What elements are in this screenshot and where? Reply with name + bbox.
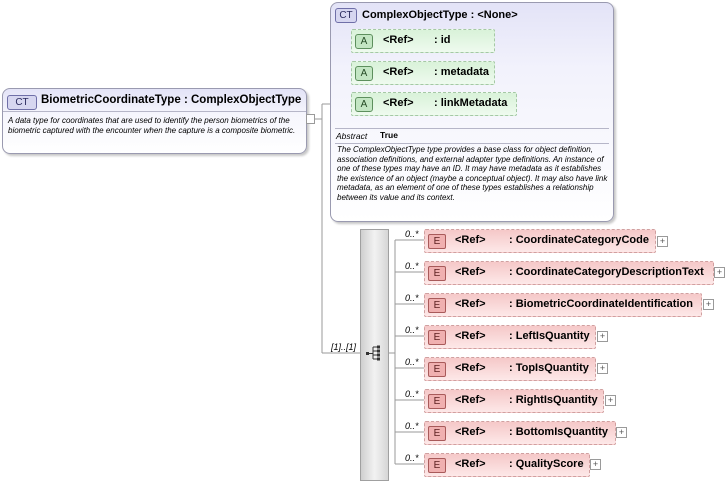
complex-type-box[interactable]: CT BiometricCoordinateType : ComplexObje… [2, 88, 307, 154]
abstract-label: Abstract [336, 131, 368, 141]
attribute-badge: A [355, 34, 373, 49]
element-quality-score[interactable]: E <Ref> : QualityScore [424, 453, 590, 477]
expand-icon[interactable]: + [590, 459, 601, 470]
attribute-ref: <Ref> [383, 66, 414, 78]
element-badge: E [428, 330, 446, 345]
element-biometric-coordinate-identification[interactable]: E <Ref> : BiometricCoordinateIdentificat… [424, 293, 702, 317]
attribute-link-metadata[interactable]: A <Ref> : linkMetadata [351, 92, 517, 116]
element-left-is-quantity[interactable]: E <Ref> : LeftIsQuantity [424, 325, 596, 349]
element-multiplicity: 0..* [405, 325, 419, 335]
expand-icon[interactable]: + [714, 267, 725, 278]
element-badge: E [428, 266, 446, 281]
element-name: : BiometricCoordinateIdentification [509, 298, 693, 310]
sequence-icon [366, 345, 380, 361]
expand-icon[interactable]: + [597, 363, 608, 374]
expand-icon[interactable]: + [703, 299, 714, 310]
element-multiplicity: 0..* [405, 389, 419, 399]
complex-type-separator: : [183, 94, 188, 106]
element-name: : LeftIsQuantity [509, 330, 590, 342]
element-multiplicity: 0..* [405, 293, 419, 303]
expand-icon[interactable]: + [657, 236, 668, 247]
element-ref: <Ref> [455, 330, 486, 342]
complex-type-name: BiometricCoordinateType [41, 94, 181, 106]
element-name: : CoordinateCategoryDescriptionText [509, 266, 704, 278]
expand-icon[interactable]: + [616, 427, 627, 438]
element-coordinate-category-description-text[interactable]: E <Ref> : CoordinateCategoryDescriptionT… [424, 261, 714, 285]
element-badge: E [428, 234, 446, 249]
element-name: : BottomIsQuantity [509, 426, 608, 438]
element-badge: E [428, 362, 446, 377]
element-badge: E [428, 394, 446, 409]
complex-type-base: ComplexObjectType [190, 94, 302, 106]
element-ref: <Ref> [455, 394, 486, 406]
element-multiplicity: 0..* [405, 357, 419, 367]
element-ref: <Ref> [455, 458, 486, 470]
attribute-id[interactable]: A <Ref> : id [351, 29, 495, 53]
element-badge: E [428, 426, 446, 441]
attribute-name: : linkMetadata [434, 97, 508, 109]
base-type-box[interactable]: CT ComplexObjectType : <None> A <Ref> : … [330, 2, 614, 222]
attribute-name: : id [434, 34, 451, 46]
attribute-name: : metadata [434, 66, 490, 78]
base-type-separator: : [470, 9, 475, 21]
collapse-icon[interactable] [306, 114, 315, 124]
element-ref: <Ref> [455, 298, 486, 310]
element-multiplicity: 0..* [405, 261, 419, 271]
base-type-description: The ComplexObjectType type provides a ba… [337, 145, 608, 202]
property-divider [335, 128, 609, 129]
element-ref: <Ref> [455, 362, 486, 374]
complex-type-badge: CT [7, 95, 37, 110]
element-top-is-quantity[interactable]: E <Ref> : TopIsQuantity [424, 357, 596, 381]
element-coordinate-category-code[interactable]: E <Ref> : CoordinateCategoryCode [424, 229, 656, 253]
element-ref: <Ref> [455, 266, 486, 278]
complex-type-title: BiometricCoordinateType : ComplexObjectT… [41, 94, 301, 106]
header-divider [3, 111, 306, 112]
base-type-base: <None> [477, 9, 518, 21]
attribute-ref: <Ref> [383, 97, 414, 109]
element-ref: <Ref> [455, 234, 486, 246]
attribute-metadata[interactable]: A <Ref> : metadata [351, 61, 495, 85]
element-multiplicity: 0..* [405, 229, 419, 239]
complex-type-header: CT BiometricCoordinateType : ComplexObje… [7, 93, 303, 111]
element-name: : QualityScore [509, 458, 584, 470]
expand-icon[interactable]: + [605, 395, 616, 406]
element-bottom-is-quantity[interactable]: E <Ref> : BottomIsQuantity [424, 421, 616, 445]
element-right-is-quantity[interactable]: E <Ref> : RightIsQuantity [424, 389, 604, 413]
expand-icon[interactable]: + [597, 331, 608, 342]
attribute-ref: <Ref> [383, 34, 414, 46]
description-divider [335, 143, 609, 144]
attribute-badge: A [355, 97, 373, 112]
element-name: : TopIsQuantity [509, 362, 589, 374]
base-type-title: ComplexObjectType : <None> [362, 9, 518, 21]
sequence-multiplicity: [1]..[1] [331, 342, 357, 352]
element-name: : RightIsQuantity [509, 394, 598, 406]
element-badge: E [428, 458, 446, 473]
complex-type-description: A data type for coordinates that are use… [8, 116, 296, 135]
abstract-value: True [380, 130, 398, 140]
attribute-badge: A [355, 66, 373, 81]
element-ref: <Ref> [455, 426, 486, 438]
element-multiplicity: 0..* [405, 453, 419, 463]
base-type-badge: CT [335, 8, 357, 23]
base-type-name: ComplexObjectType [362, 9, 468, 21]
element-name: : CoordinateCategoryCode [509, 234, 649, 246]
element-multiplicity: 0..* [405, 421, 419, 431]
element-badge: E [428, 298, 446, 313]
